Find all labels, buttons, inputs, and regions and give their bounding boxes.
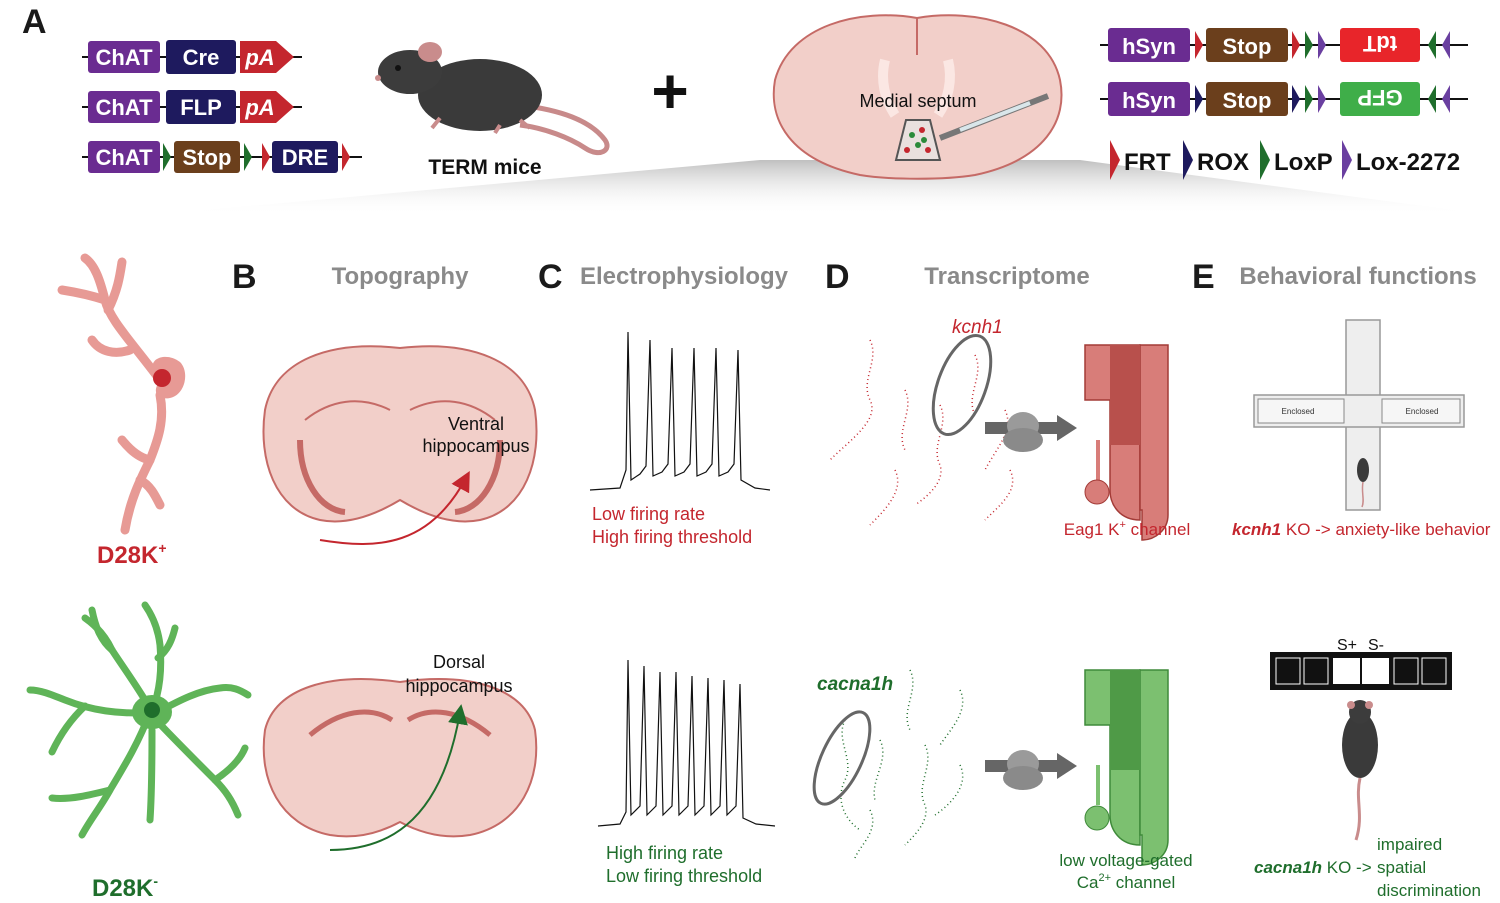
behavior-result-3: discrimination <box>1377 881 1481 900</box>
mouse-topdown <box>1342 700 1378 841</box>
ephys-top-line2: High firing threshold <box>592 527 752 547</box>
eag1-label: Eag1 K+ channel <box>1064 519 1190 539</box>
plus-sign: + <box>651 55 688 127</box>
ribosome-translation-bottom <box>985 750 1077 790</box>
elevated-plus-maze <box>1253 319 1465 511</box>
header-behavior: Behavioral functions <box>1239 263 1476 290</box>
dre-box-label: DRE <box>282 145 328 170</box>
chat-box-label: ChAT <box>95 45 153 70</box>
cacna1h-gene-label: cacna1h <box>817 674 893 695</box>
septum-fan-shading <box>150 160 1490 215</box>
behavior-result-1: impaired <box>1377 835 1442 854</box>
behavior-result-2: spatial <box>1377 858 1426 877</box>
panel-label-e: E <box>1192 258 1215 296</box>
brain-section-ventral <box>262 345 538 545</box>
header-electrophysiology: Electrophysiology <box>580 263 789 290</box>
construct-row-2: ChAT FLP pA <box>82 90 302 124</box>
stop-label: Stop <box>1223 34 1272 59</box>
spatial-discrimination-arena <box>1270 652 1452 690</box>
kcnh1-gene-label: kcnh1 <box>952 317 1003 338</box>
hsyn-label: hSyn <box>1122 34 1176 59</box>
ephys-trace-high-rate <box>597 659 776 827</box>
construct-row-1: ChAT Cre pA <box>82 40 302 74</box>
dorsal-label-1: Dorsal <box>433 652 485 672</box>
cre-box-label: Cre <box>183 45 220 70</box>
ephys-bottom-line2: Low firing threshold <box>606 866 762 886</box>
panel-label-b: B <box>232 258 257 296</box>
injection-site-label: Medial septum <box>859 91 976 111</box>
brain-section-dorsal <box>262 678 538 851</box>
maze-right-label: Enclosed <box>1406 407 1439 416</box>
behavior-top-label: kcnh1 KO -> anxiety-like behavior <box>1232 520 1491 539</box>
cacna1h-highlight-ellipse <box>812 710 872 806</box>
mouse-label: TERM mice <box>428 156 541 179</box>
header-transcriptome: Transcriptome <box>924 263 1089 290</box>
panel-label-a: A <box>22 3 47 41</box>
panel-label-d: D <box>825 258 850 296</box>
chat-box-label: ChAT <box>95 95 153 120</box>
d28k-negative-label: D28K- <box>92 873 158 902</box>
ventral-label-2: hippocampus <box>422 436 529 456</box>
hsyn-label: hSyn <box>1122 88 1176 113</box>
s-minus-label: S- <box>1368 637 1384 654</box>
d28k-positive-neuron <box>57 253 167 535</box>
kcnh1-highlight-ellipse <box>931 333 993 437</box>
cav-label-line2: Ca2+ channel <box>1077 872 1176 892</box>
virus-row-1: hSyn Stop tdT <box>1100 28 1468 62</box>
legend-loxp: LoxP <box>1274 149 1333 176</box>
gfp-label: GFP <box>1357 85 1402 110</box>
construct-row-3: ChAT Stop DRE <box>82 141 362 173</box>
ephys-trace-low-rate <box>589 331 771 491</box>
maze-left-label: Enclosed <box>1282 407 1315 416</box>
mrna-strands-top <box>829 339 1014 526</box>
stop-box-label: Stop <box>183 145 232 170</box>
d28k-negative-soma <box>132 695 172 729</box>
mouse-illustration <box>375 42 610 155</box>
tdt-label: tdT <box>1362 31 1397 56</box>
legend-rox: ROX <box>1197 149 1249 176</box>
ephys-top-line1: Low firing rate <box>592 504 705 524</box>
chat-box-label: ChAT <box>95 145 153 170</box>
d28k-negative-neuron <box>26 601 252 839</box>
legend-lox2272: Lox-2272 <box>1356 149 1460 176</box>
ephys-bottom-line1: High firing rate <box>606 843 723 863</box>
ribosome-translation-top <box>985 412 1077 452</box>
cav-label-line1: low voltage-gated <box>1059 851 1192 870</box>
ventral-label-1: Ventral <box>448 414 504 434</box>
cav-channel <box>1084 669 1169 866</box>
recombinase-site-legend: FRT ROX LoxP Lox-2272 <box>1110 140 1460 180</box>
behavior-bottom-label: cacna1h KO -> <box>1254 858 1372 877</box>
stop-label: Stop <box>1223 88 1272 113</box>
d28k-positive-label: D28K+ <box>97 540 167 569</box>
pa-label: pA <box>244 45 274 70</box>
pa-label: pA <box>244 95 274 120</box>
mrna-strands-bottom <box>840 669 964 859</box>
panel-label-c: C <box>538 258 563 296</box>
eag1-channel <box>1084 344 1169 541</box>
virus-row-2: hSyn Stop GFP <box>1100 82 1468 116</box>
coronal-section-septum <box>772 14 1063 180</box>
dorsal-label-2: hippocampus <box>405 676 512 696</box>
d28k-positive-soma <box>152 356 186 399</box>
legend-frt: FRT <box>1124 149 1171 176</box>
s-plus-label: S+ <box>1337 637 1357 654</box>
flp-box-label: FLP <box>180 95 222 120</box>
header-topography: Topography <box>332 263 470 290</box>
